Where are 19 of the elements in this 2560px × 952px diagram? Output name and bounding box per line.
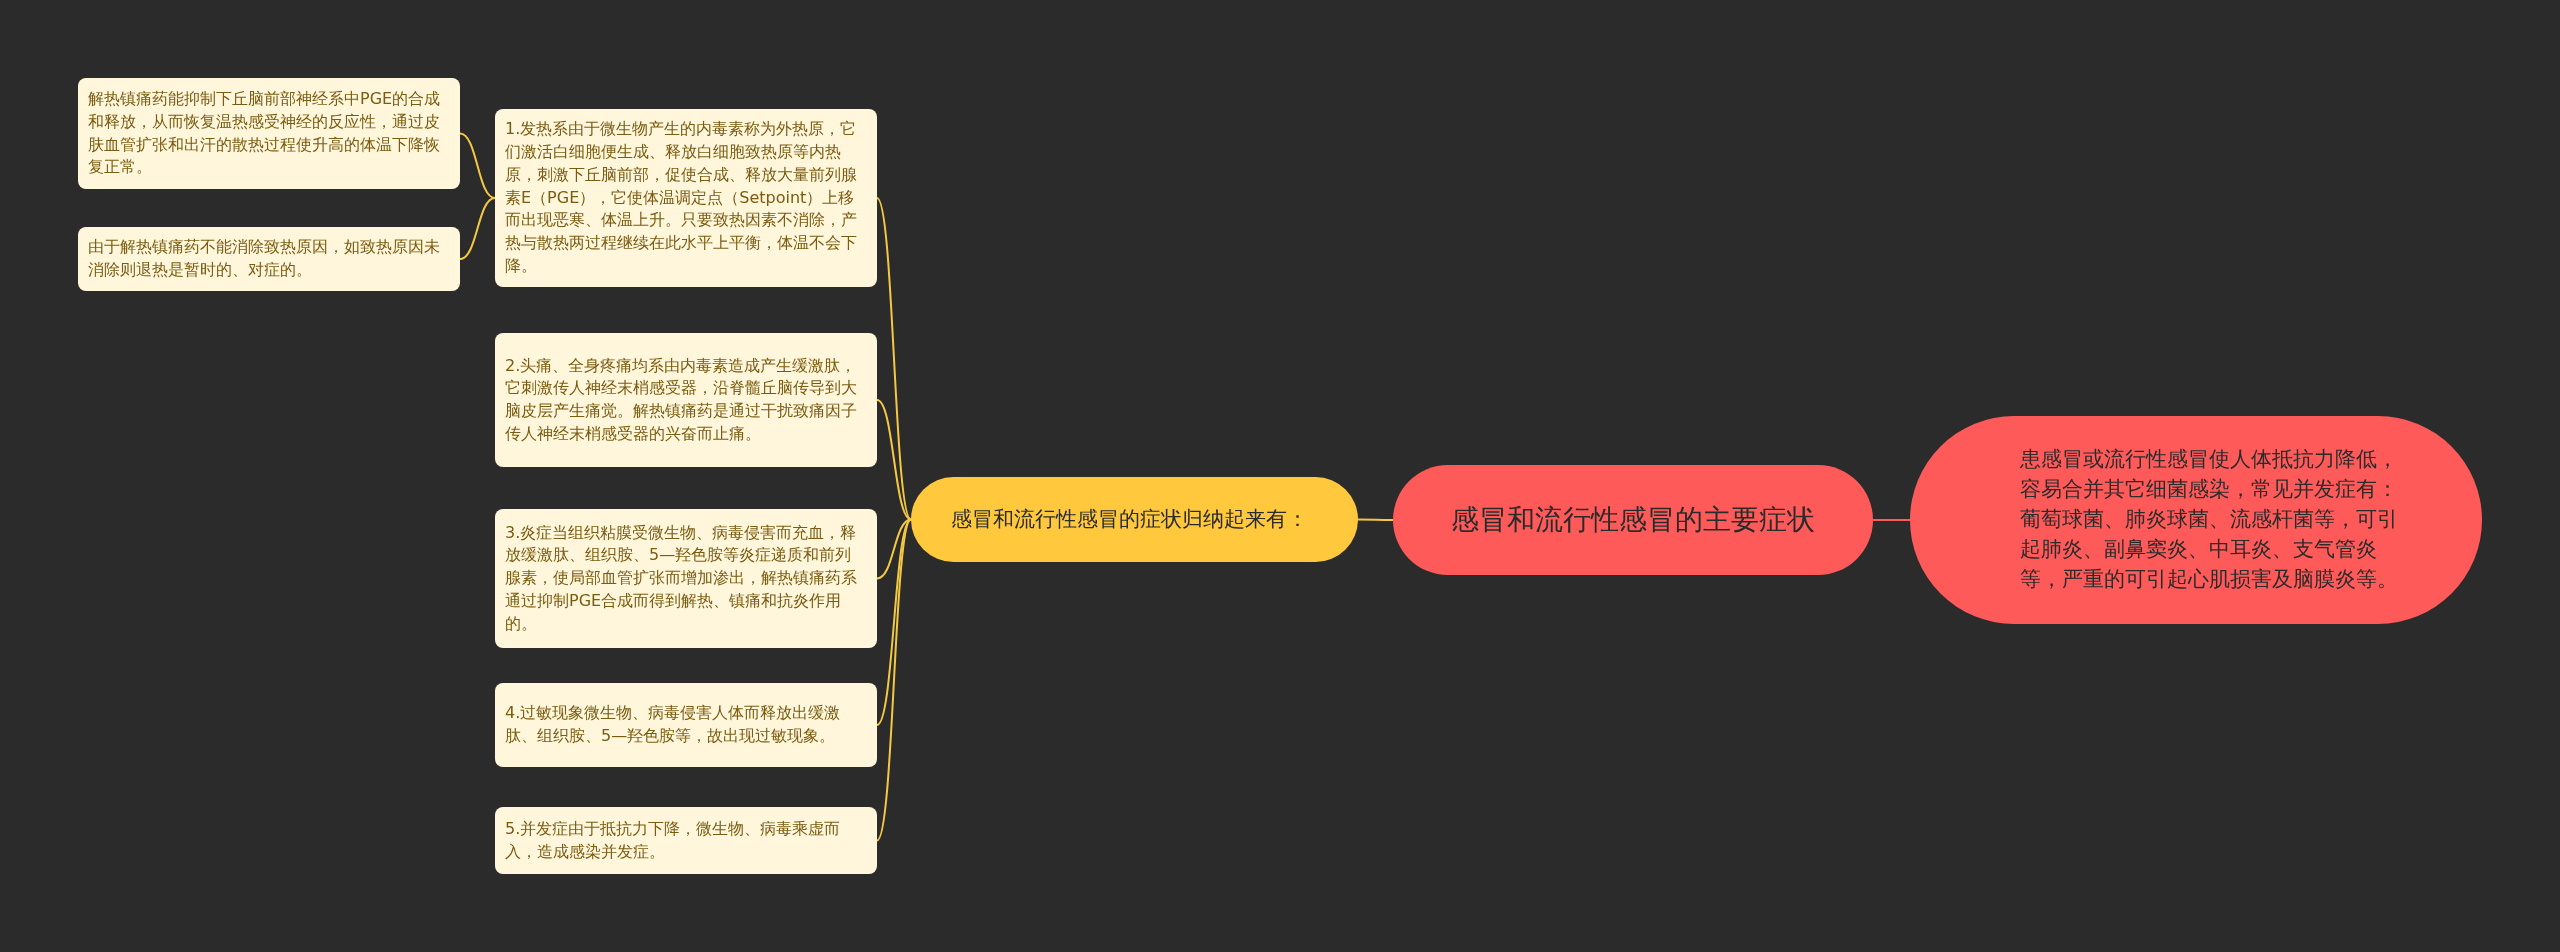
note-card: 解热镇痛药能抑制下丘脑前部神经系中PGE的合成和释放，从而恢复温热感受神经的反应性，通过皮肤血管扩张和出汗的散热过程使升高的体温下降恢复正常。 <box>78 78 460 189</box>
topic-node: 感冒和流行性感冒的主要症状 <box>1393 465 1873 575</box>
connector-line <box>459 197 496 260</box>
connector-line <box>876 518 912 580</box>
connector-line <box>459 132 496 199</box>
connector-line <box>876 518 912 842</box>
note-card: 3.炎症当组织粘膜受微生物、病毒侵害而充血，释放缓激肽、组织胺、5—羟色胺等炎症递质和前列腺素，使局部血管扩张而增加渗出，解热镇痛药系通过抑制PGE合成而得到解热、镇痛和抗炎作用的。 <box>495 509 877 648</box>
connector-line <box>876 197 912 521</box>
connector-line <box>876 399 912 521</box>
note-card: 4.过敏现象微生物、病毒侵害人体而释放出缓激肽、组织胺、5—羟色胺等，故出现过敏现象。 <box>495 683 877 767</box>
connector-line <box>1872 519 1911 521</box>
subtopic-node: 患感冒或流行性感冒使人体抵抗力降低，容易合并其它细菌感染，常见并发症有：葡萄球菌、肺炎球菌、流感杆菌等，可引起肺炎、副鼻窦炎、中耳炎、支气管炎等，严重的可引起心肌损害及脑膜炎等。 <box>1910 416 2482 624</box>
note-card: 2.头痛、全身疼痛均系由内毒素造成产生缓激肽，它刺激传人神经末梢感受器，沿脊髓丘脑传导到大脑皮层产生痛觉。解热镇痛药是通过干扰致痛因子传人神经末梢感受器的兴奋而止痛。 <box>495 333 877 467</box>
branch-node: 感冒和流行性感冒的症状归纳起来有： <box>911 477 1358 562</box>
note-card: 5.并发症由于抵抗力下降，微生物、病毒乘虚而入，造成感染并发症。 <box>495 807 877 874</box>
connector-line <box>876 518 912 726</box>
note-card: 1.发热系由于微生物产生的内毒素称为外热原，它们激活白细胞便生成、释放白细胞致热原等内热原，刺激下丘脑前部，促使合成、释放大量前列腺素E（PGE），它使体温调定点（Setpoint）上移而出现恶寒、体温上升。只要致热因素不消除，产热与散热两过程继续在此水平上平衡，体温不会下降。 <box>495 109 877 287</box>
connector-line <box>1357 518 1394 521</box>
note-card: 由于解热镇痛药不能消除致热原因，如致热原因未消除则退热是暂时的、对症的。 <box>78 227 460 291</box>
